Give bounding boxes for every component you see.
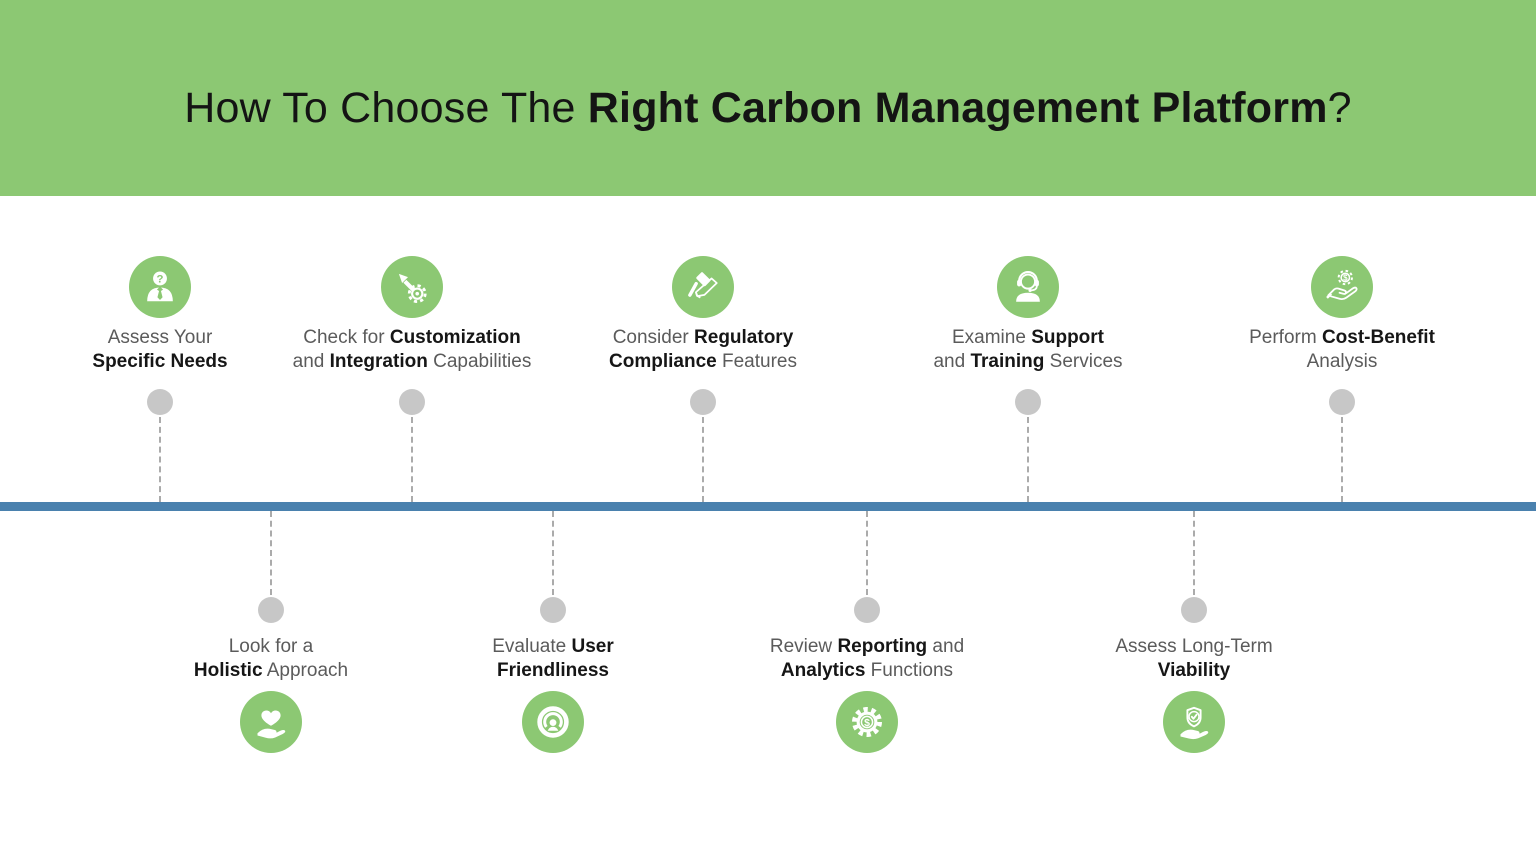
caption-text: Integration — [329, 351, 428, 372]
step-caption: Assess Your Specific Needs — [92, 326, 227, 374]
hand-heart-icon — [257, 710, 286, 739]
dashed-connector — [159, 417, 161, 502]
timeline-dot — [1015, 389, 1041, 415]
pencil-gear-icon — [381, 256, 443, 318]
step-caption: Examine Support and Training Services — [933, 326, 1122, 374]
step-assess-needs: ? Assess Your Specific Needs — [10, 256, 310, 502]
dashed-connector — [702, 417, 704, 502]
caption-text: Assess Your — [107, 327, 213, 348]
caption-text: Regulatory — [694, 327, 794, 348]
caption-text: Services — [1044, 351, 1123, 372]
title-suffix: ? — [1327, 83, 1352, 132]
dashed-connector — [866, 511, 868, 595]
support-headset-icon — [1016, 271, 1040, 302]
title-emphasis: Right Carbon Management Platform — [587, 83, 1328, 132]
caption-text: Support — [1031, 327, 1105, 348]
step-cost-benefit: $ Perform Cost-Benefit Analysis — [1192, 256, 1492, 502]
dashed-connector — [552, 511, 554, 595]
pencil-gear-icon — [398, 273, 427, 304]
caption-text: Check for — [303, 327, 390, 348]
step-support-training: Examine Support and Training Services — [878, 256, 1178, 502]
hand-gear-dollar-icon: $ — [1326, 269, 1358, 301]
caption-text: Training — [970, 351, 1045, 372]
timeline-dot — [1329, 389, 1355, 415]
hand-shield-check-icon — [1180, 706, 1209, 740]
timeline-bar — [0, 502, 1536, 511]
support-headset-icon — [997, 256, 1059, 318]
timeline-dot — [1181, 597, 1207, 623]
timeline-dot — [540, 597, 566, 623]
caption-text: User — [571, 636, 614, 657]
step-long-term-viability: Assess Long-Term Viability — [1044, 511, 1344, 753]
title-prefix: How To Choose The — [184, 83, 588, 132]
step-caption: Evaluate User Friendliness — [492, 635, 613, 683]
user-focus-icon — [537, 706, 569, 738]
step-holistic-approach: Look for a Holistic Approach — [121, 511, 421, 753]
user-focus-icon — [522, 691, 584, 753]
svg-text:$: $ — [864, 717, 870, 729]
caption-text: Friendliness — [497, 660, 609, 681]
hand-gear-dollar-icon: $ — [1311, 256, 1373, 318]
step-caption: Assess Long-Term Viability — [1115, 635, 1272, 683]
caption-text: Review — [769, 636, 838, 657]
person-question-icon: ? — [147, 271, 173, 302]
timeline-dot — [854, 597, 880, 623]
caption-text: Holistic — [193, 660, 263, 681]
gear-dollar-icon: $ — [852, 707, 882, 737]
page-title: How To Choose The Right Carbon Managemen… — [184, 84, 1352, 133]
dashed-connector — [411, 417, 413, 502]
caption-text: Customization — [389, 327, 521, 348]
caption-text: Analysis — [1306, 351, 1378, 372]
step-customization-integration: Check for Customization and Integration … — [262, 256, 562, 502]
step-caption: Look for a Holistic Approach — [194, 635, 348, 683]
timeline-dot — [147, 389, 173, 415]
step-caption: Perform Cost-Benefit Analysis — [1249, 326, 1435, 374]
gear-dollar-icon: $ — [836, 691, 898, 753]
person-question-icon: ? — [129, 256, 191, 318]
hand-shield-check-icon — [1163, 691, 1225, 753]
dashed-connector — [1341, 417, 1343, 502]
gavel-compliance-icon — [688, 272, 718, 299]
caption-text: Evaluate — [492, 636, 572, 657]
gavel-compliance-icon — [672, 256, 734, 318]
caption-text: Consider — [612, 327, 695, 348]
caption-text: Perform — [1249, 327, 1322, 348]
timeline-dot — [690, 389, 716, 415]
caption-text: Approach — [262, 660, 349, 681]
caption-text: Capabilities — [427, 351, 532, 372]
caption-text: Viability — [1157, 660, 1231, 681]
caption-text: Reporting — [837, 636, 928, 657]
svg-text:$: $ — [1343, 273, 1348, 282]
step-caption: Consider Regulatory Compliance Features — [609, 326, 797, 374]
caption-text: and — [933, 351, 971, 372]
caption-text: Functions — [865, 660, 954, 681]
step-user-friendliness: Evaluate User Friendliness — [403, 511, 703, 753]
caption-text: and — [927, 636, 965, 657]
caption-text: Examine — [951, 327, 1032, 348]
step-reporting-analytics: Review Reporting and Analytics Functions… — [717, 511, 1017, 753]
header-banner: How To Choose The Right Carbon Managemen… — [0, 0, 1536, 196]
caption-text: Specific Needs — [92, 351, 228, 372]
dashed-connector — [1027, 417, 1029, 502]
step-caption: Check for Customization and Integration … — [293, 326, 532, 374]
caption-text: Assess Long-Term — [1115, 636, 1273, 657]
hand-heart-icon — [240, 691, 302, 753]
timeline-dot — [399, 389, 425, 415]
dashed-connector — [1193, 511, 1195, 595]
caption-text: Look for a — [228, 636, 314, 657]
caption-text: Cost-Benefit — [1321, 327, 1435, 348]
svg-text:?: ? — [157, 273, 164, 285]
dashed-connector — [270, 511, 272, 595]
caption-text: and — [292, 351, 330, 372]
caption-text: Features — [716, 351, 797, 372]
step-caption: Review Reporting and Analytics Functions — [770, 635, 964, 683]
timeline-dot — [258, 597, 284, 623]
caption-text: Analytics — [780, 660, 866, 681]
caption-text: Compliance — [609, 351, 717, 372]
step-regulatory-compliance: Consider Regulatory Compliance Features — [553, 256, 853, 502]
